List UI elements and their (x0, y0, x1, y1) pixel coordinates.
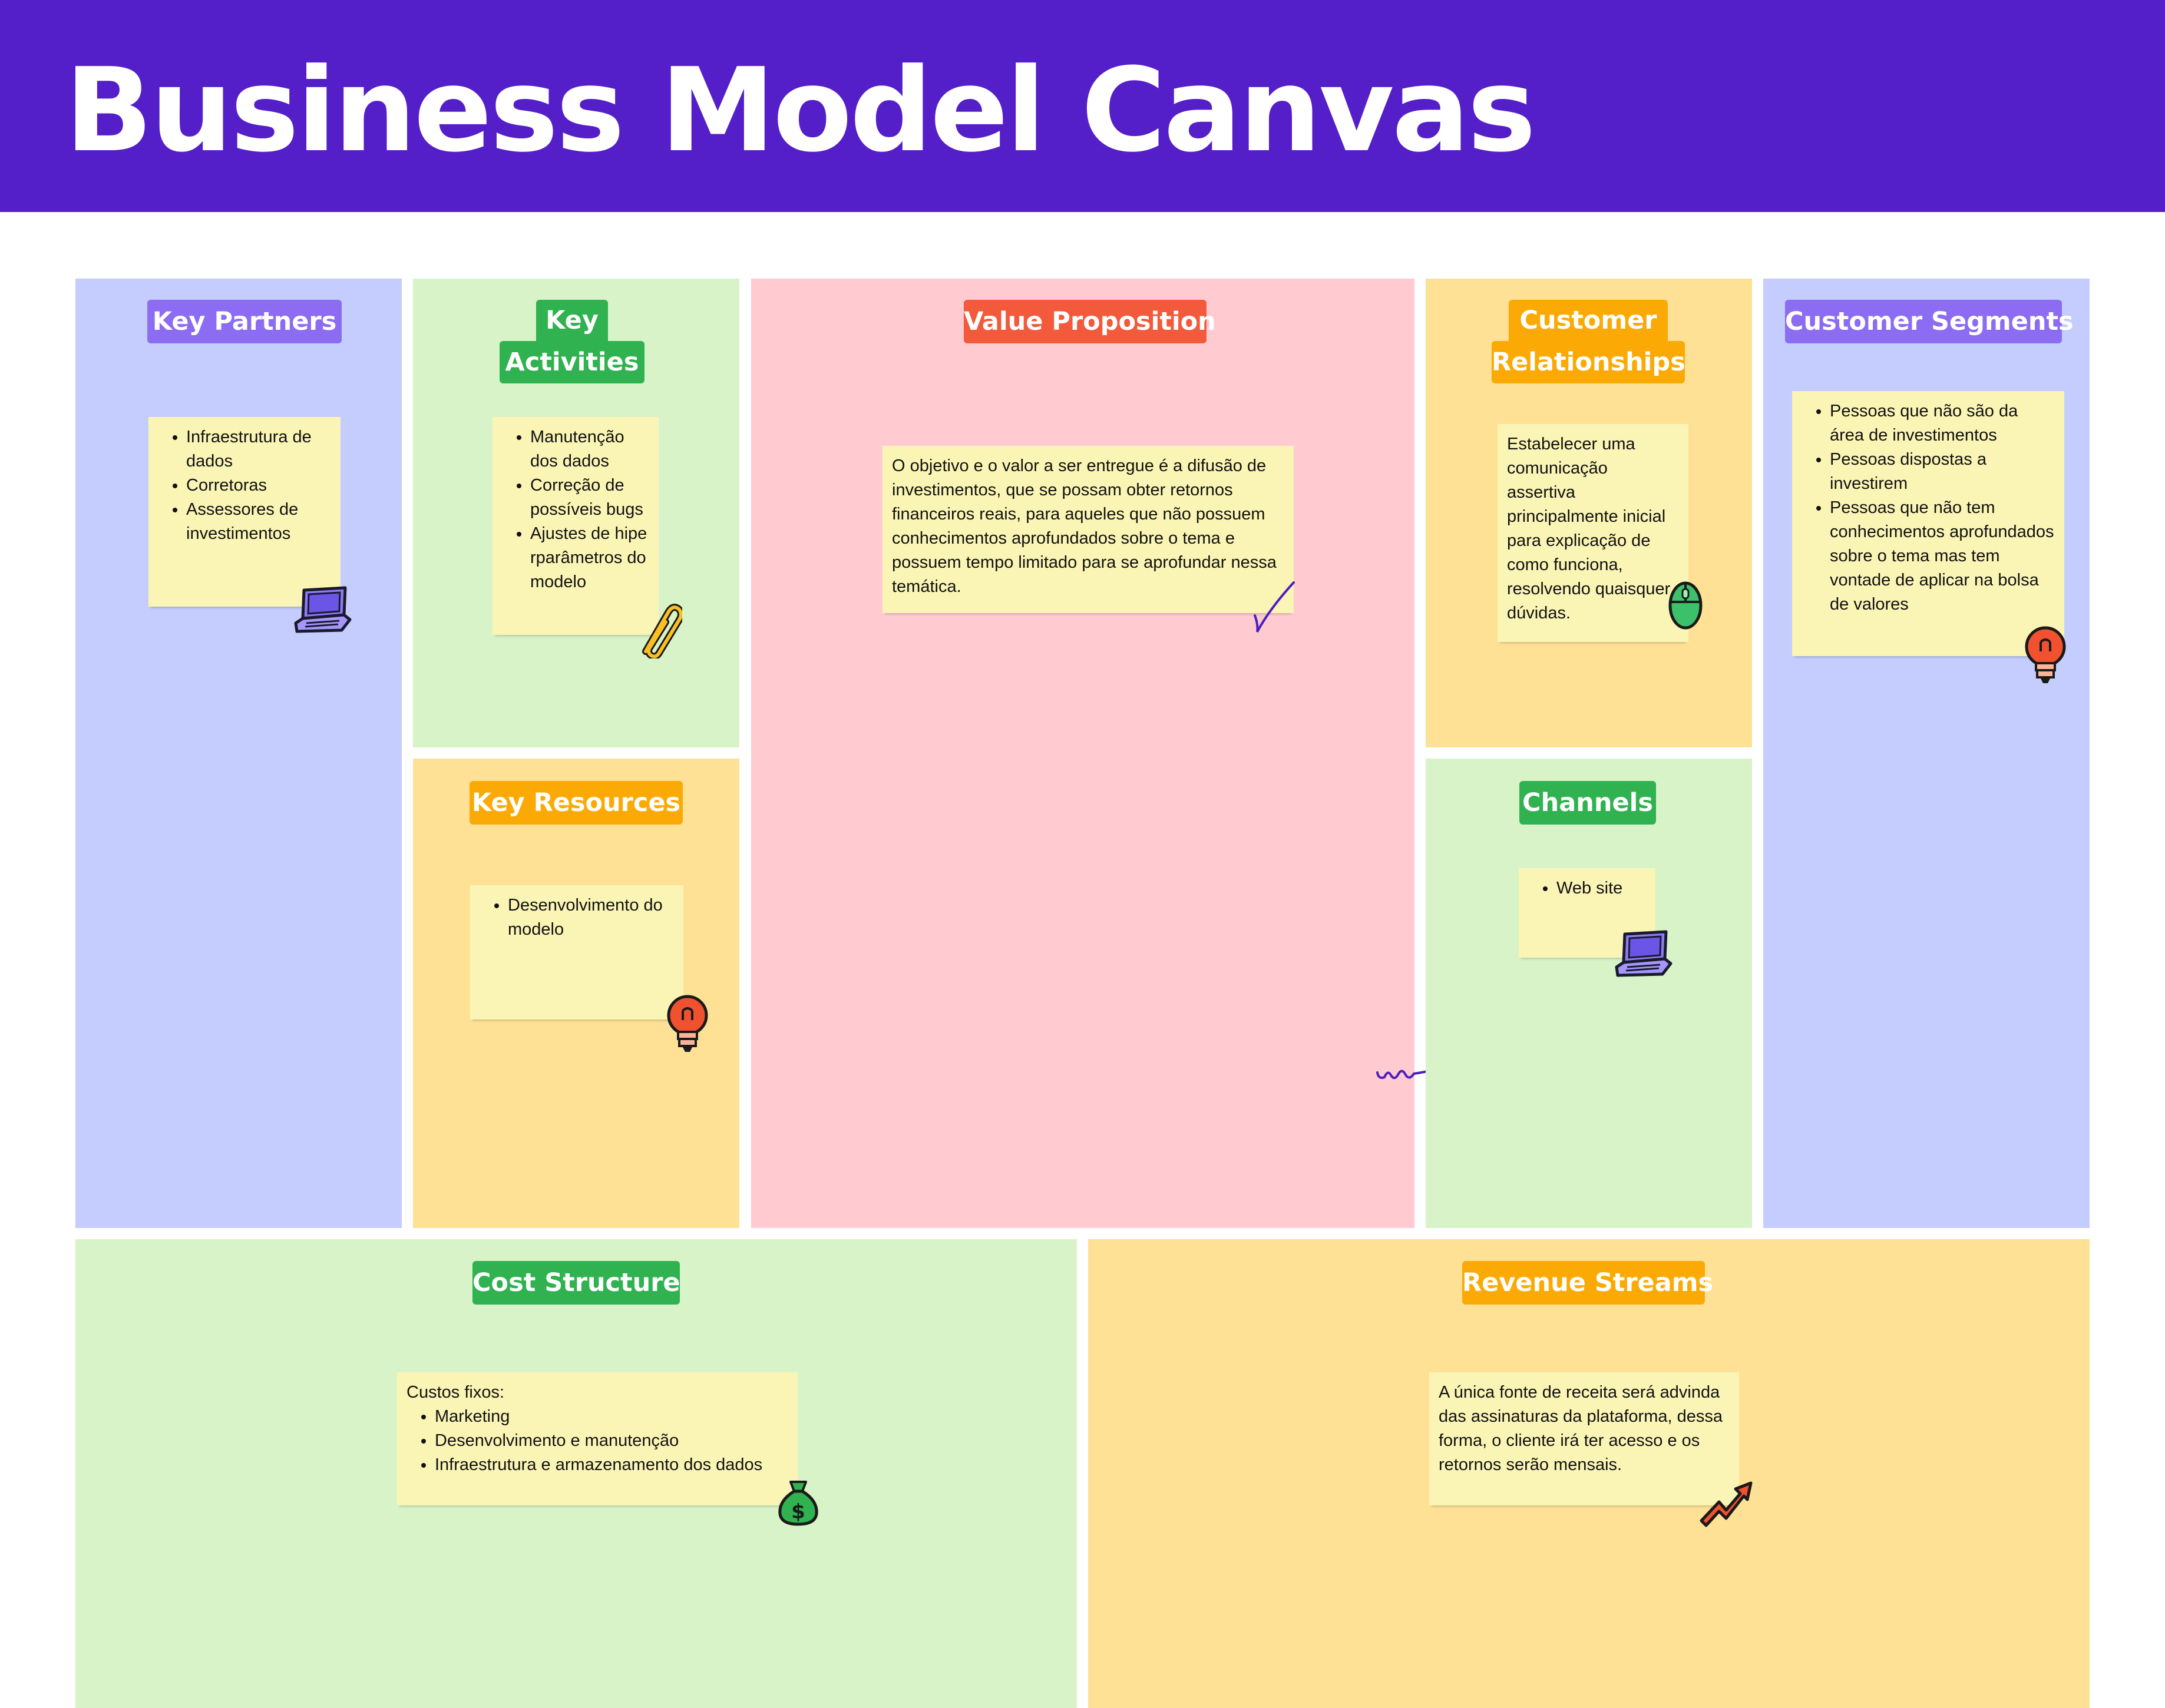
customer-relationships-label: Customer Relationships (1492, 300, 1685, 385)
customer-relationships-text: Estabelecer uma comunicação assertiva pr… (1507, 435, 1671, 623)
list-item: Ajustes de hiperparâmetros do modelo (530, 522, 649, 594)
key-activities-note[interactable]: Manutenção dos dados Correção de possíve… (493, 417, 659, 635)
list-item: Infraestrutura de dados (186, 425, 331, 474)
list-item: Pessoas que não são da área de investime… (1830, 399, 2055, 448)
list-item: Infraestrutura e armazenamento dos dados (435, 1453, 788, 1477)
list-item: Assessores de investimentos (186, 498, 331, 546)
list-item: Corretoras (186, 474, 331, 498)
paperclip-icon (642, 604, 682, 658)
key-activities-label: Key Activities (500, 300, 644, 385)
value-proposition-text: O objetivo e o valor a ser entregue é a … (892, 456, 1277, 596)
key-resources-label: Key Resources (470, 781, 683, 825)
list-item: Desenvolvimento e manutenção (435, 1429, 788, 1453)
list-item: Correção de possíveis bugs (530, 474, 649, 522)
channels-label: Channels (1519, 781, 1656, 825)
customer-relationships-label-line2: Relationships (1492, 341, 1685, 383)
value-proposition-label: Value Proposition (964, 300, 1216, 343)
list-item: Desenvolvimento do modelo (508, 893, 674, 942)
cost-structure-intro: Custos fixos: (406, 1383, 504, 1402)
section-channels (1426, 759, 1752, 1228)
trend-up-arrow-icon (1700, 1481, 1753, 1527)
key-resources-note[interactable]: Desenvolvimento do modelo (470, 885, 683, 1019)
list-item: Web site (1556, 876, 1646, 901)
laptop-icon (294, 586, 352, 633)
lightbulb-icon (2025, 626, 2066, 683)
cost-structure-label: Cost Structure (472, 1261, 680, 1305)
cost-structure-note[interactable]: Custos fixos: Marketing Desenvolvimento … (397, 1372, 798, 1505)
key-activities-label-line1: Key (536, 300, 608, 341)
header-bar: Business Model Canvas (0, 0, 2165, 212)
key-partners-note[interactable]: Infraestrutura de dados Corretoras Asses… (148, 417, 341, 607)
laptop-icon (1615, 930, 1672, 977)
lightbulb-icon (667, 995, 708, 1052)
key-partners-label: Key Partners (147, 300, 342, 343)
section-value-proposition (751, 279, 1414, 1228)
mouse-icon (1668, 581, 1703, 630)
value-proposition-note[interactable]: O objetivo e o valor a ser entregue é a … (882, 446, 1294, 613)
key-activities-label-line2: Activities (500, 341, 644, 383)
revenue-streams-label: Revenue Streams (1462, 1261, 1713, 1305)
revenue-streams-text: A única fonte de receita será advinda da… (1439, 1383, 1723, 1474)
svg-text:$: $ (791, 1500, 805, 1524)
list-item: Manutenção dos dados (530, 425, 649, 474)
customer-relationships-label-line1: Customer (1509, 300, 1668, 341)
customer-segments-label: Customer Segments (1785, 300, 2074, 343)
page-title: Business Model Canvas (65, 44, 1536, 178)
customer-segments-note[interactable]: Pessoas que não são da área de investime… (1792, 391, 2064, 656)
list-item: Pessoas dispostas a investirem (1830, 448, 2055, 496)
customer-relationships-note[interactable]: Estabelecer uma comunicação assertiva pr… (1498, 424, 1688, 642)
money-bag-icon: $ (778, 1481, 818, 1526)
list-item: Pessoas que não tem conhecimentos aprofu… (1830, 496, 2055, 617)
list-item: Marketing (435, 1405, 788, 1429)
revenue-streams-note[interactable]: A única fonte de receita será advinda da… (1429, 1372, 1739, 1505)
checkmark-doodle (1254, 581, 1295, 633)
